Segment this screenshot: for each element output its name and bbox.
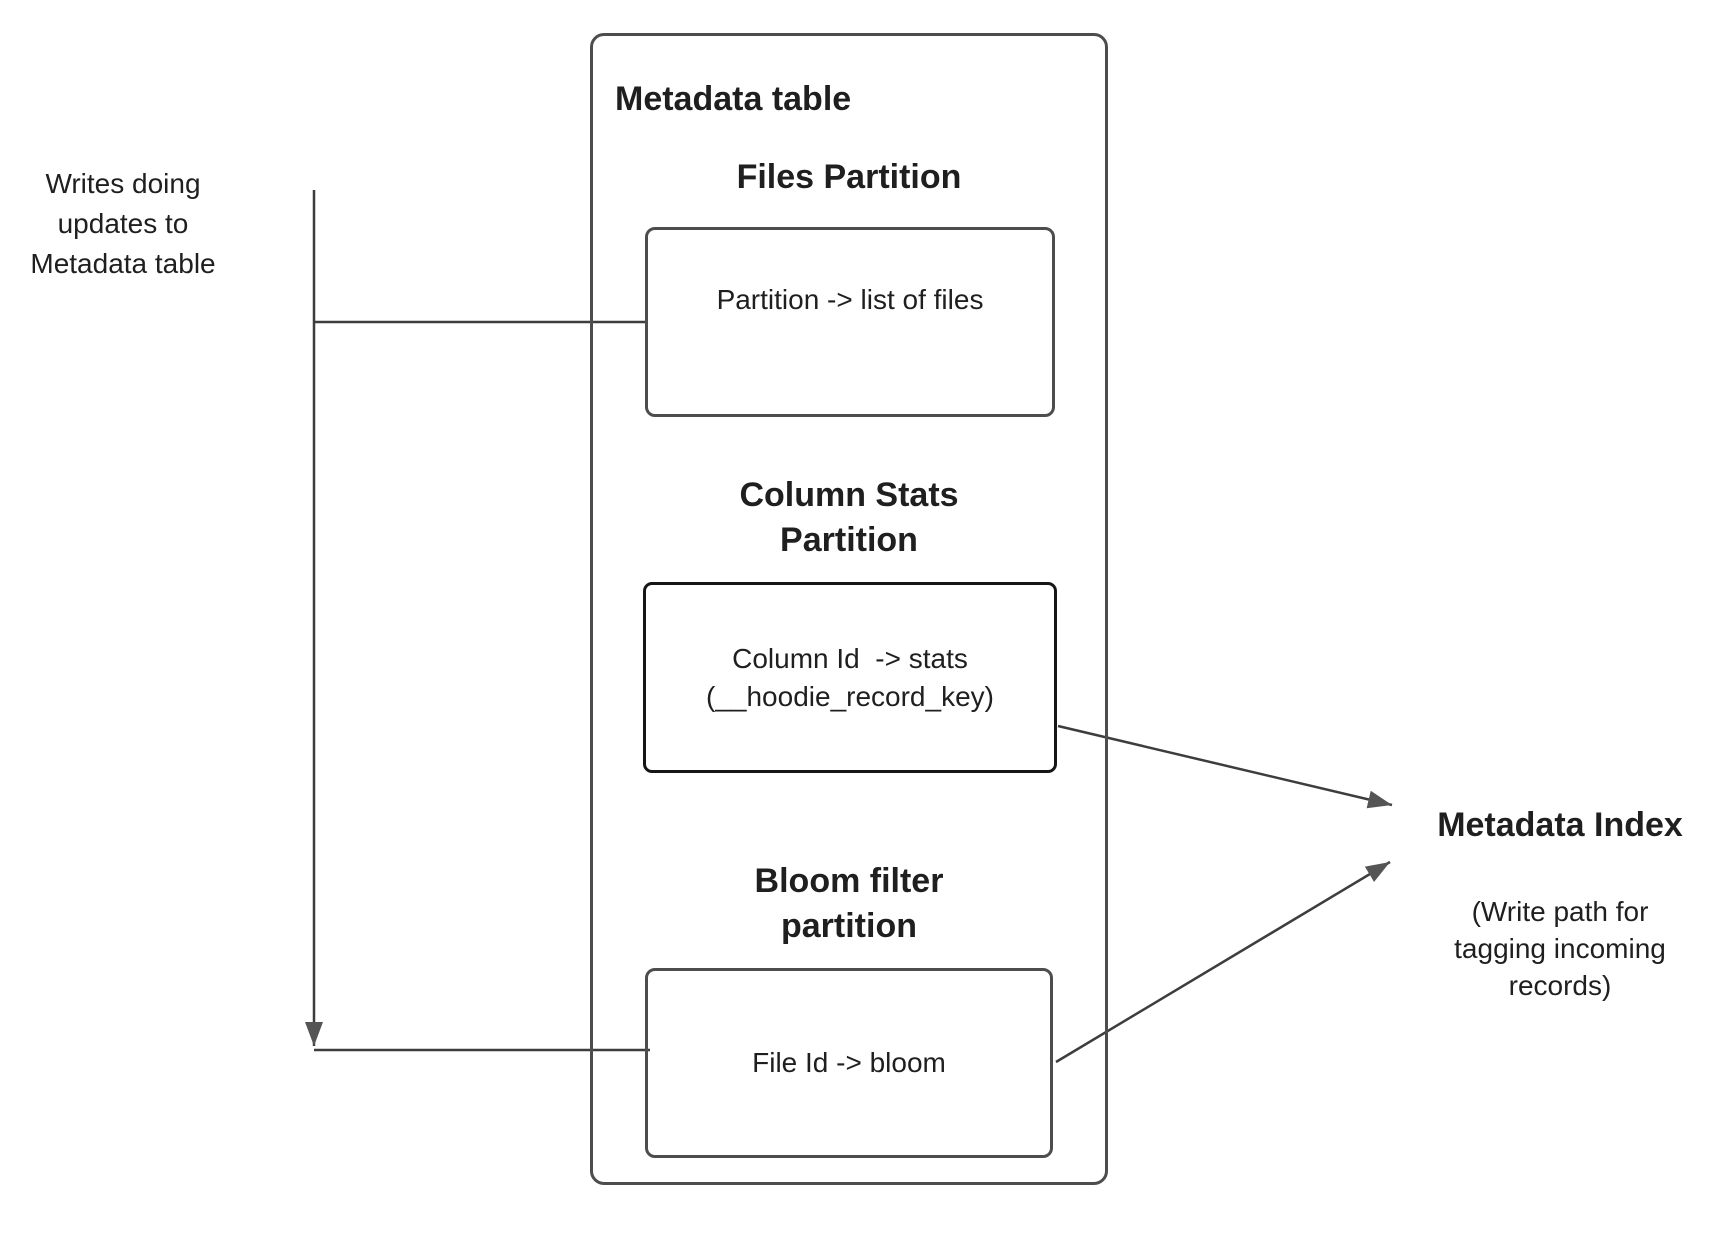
metadata-index-title: Metadata Index: [1437, 806, 1683, 844]
files-partition-heading: Files Partition: [736, 158, 962, 196]
files-partition-box: Partition -> list of files: [645, 227, 1055, 417]
bloom-filter-partition-heading: Bloom filter partition: [754, 862, 944, 945]
metadata-table-title: Metadata table: [615, 80, 852, 118]
column-stats-partition-heading: Column Stats Partition: [739, 476, 959, 559]
column-stats-partition-box-label: Column Id -> stats (__hoodie_record_key): [706, 642, 994, 712]
metadata-index-subtitle: (Write path for tagging incoming records…: [1454, 896, 1666, 1001]
files-partition-box-label: Partition -> list of files: [716, 284, 984, 315]
bloom-filter-partition-box-label: File Id -> bloom: [752, 1047, 946, 1078]
bloom-filter-partition-box: File Id -> bloom: [645, 968, 1053, 1158]
column-stats-to-index-arrow: [1057, 724, 1393, 809]
column-stats-partition-box: Column Id -> stats (__hoodie_record_key): [643, 582, 1057, 773]
metadata-table-container: [590, 33, 1108, 1185]
writes-note-label: Writes doing updates to Metadata table: [30, 168, 216, 279]
